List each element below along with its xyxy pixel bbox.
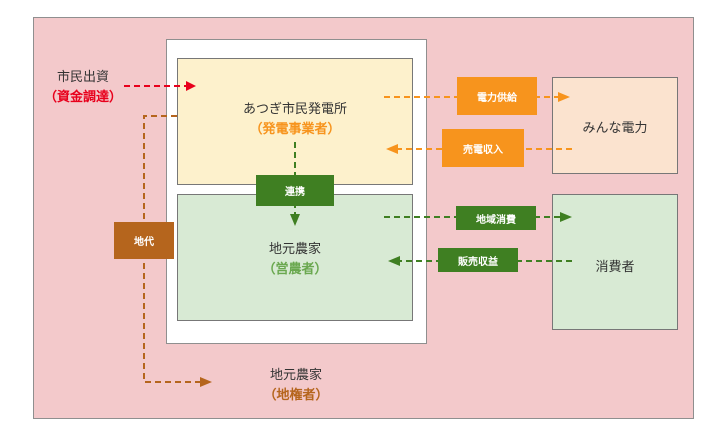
minna-name: みんな電力 bbox=[582, 121, 648, 136]
supply-arrowhead bbox=[558, 92, 570, 102]
plant-role: （発電事業者） bbox=[249, 122, 341, 137]
local-consumption-arrowhead bbox=[560, 212, 572, 222]
rent-arrowhead bbox=[200, 377, 212, 387]
farm-name: 地元農家 bbox=[268, 242, 321, 257]
farm-role: （営農者） bbox=[262, 262, 328, 277]
consumer-name: 消費者 bbox=[595, 260, 635, 275]
sales-revenue-tag: 売電収入 bbox=[442, 129, 524, 167]
investment-label: 市民出資 bbox=[56, 70, 109, 85]
investment-arrowhead bbox=[186, 81, 196, 91]
sales-profit-tag: 販売収益 bbox=[438, 248, 518, 272]
landowner-name: 地元農家 bbox=[269, 368, 322, 383]
sales-arrowhead bbox=[388, 256, 400, 266]
power-supply-tag: 電力供給 bbox=[457, 77, 537, 115]
cooperation-arrowhead bbox=[290, 214, 300, 226]
minna-denryoku-box bbox=[552, 77, 678, 174]
consumer-box bbox=[552, 194, 678, 330]
local-consumption-tag: 地域消費 bbox=[456, 206, 536, 230]
revenue-arrowhead bbox=[386, 144, 398, 154]
land-rent-tag: 地代 bbox=[114, 222, 174, 259]
landowner-role: （地権者） bbox=[263, 388, 329, 403]
cooperation-tag: 連携 bbox=[256, 175, 334, 206]
investment-sub-label: （資金調達） bbox=[43, 90, 122, 105]
plant-name: あつぎ市民発電所 bbox=[242, 102, 347, 117]
